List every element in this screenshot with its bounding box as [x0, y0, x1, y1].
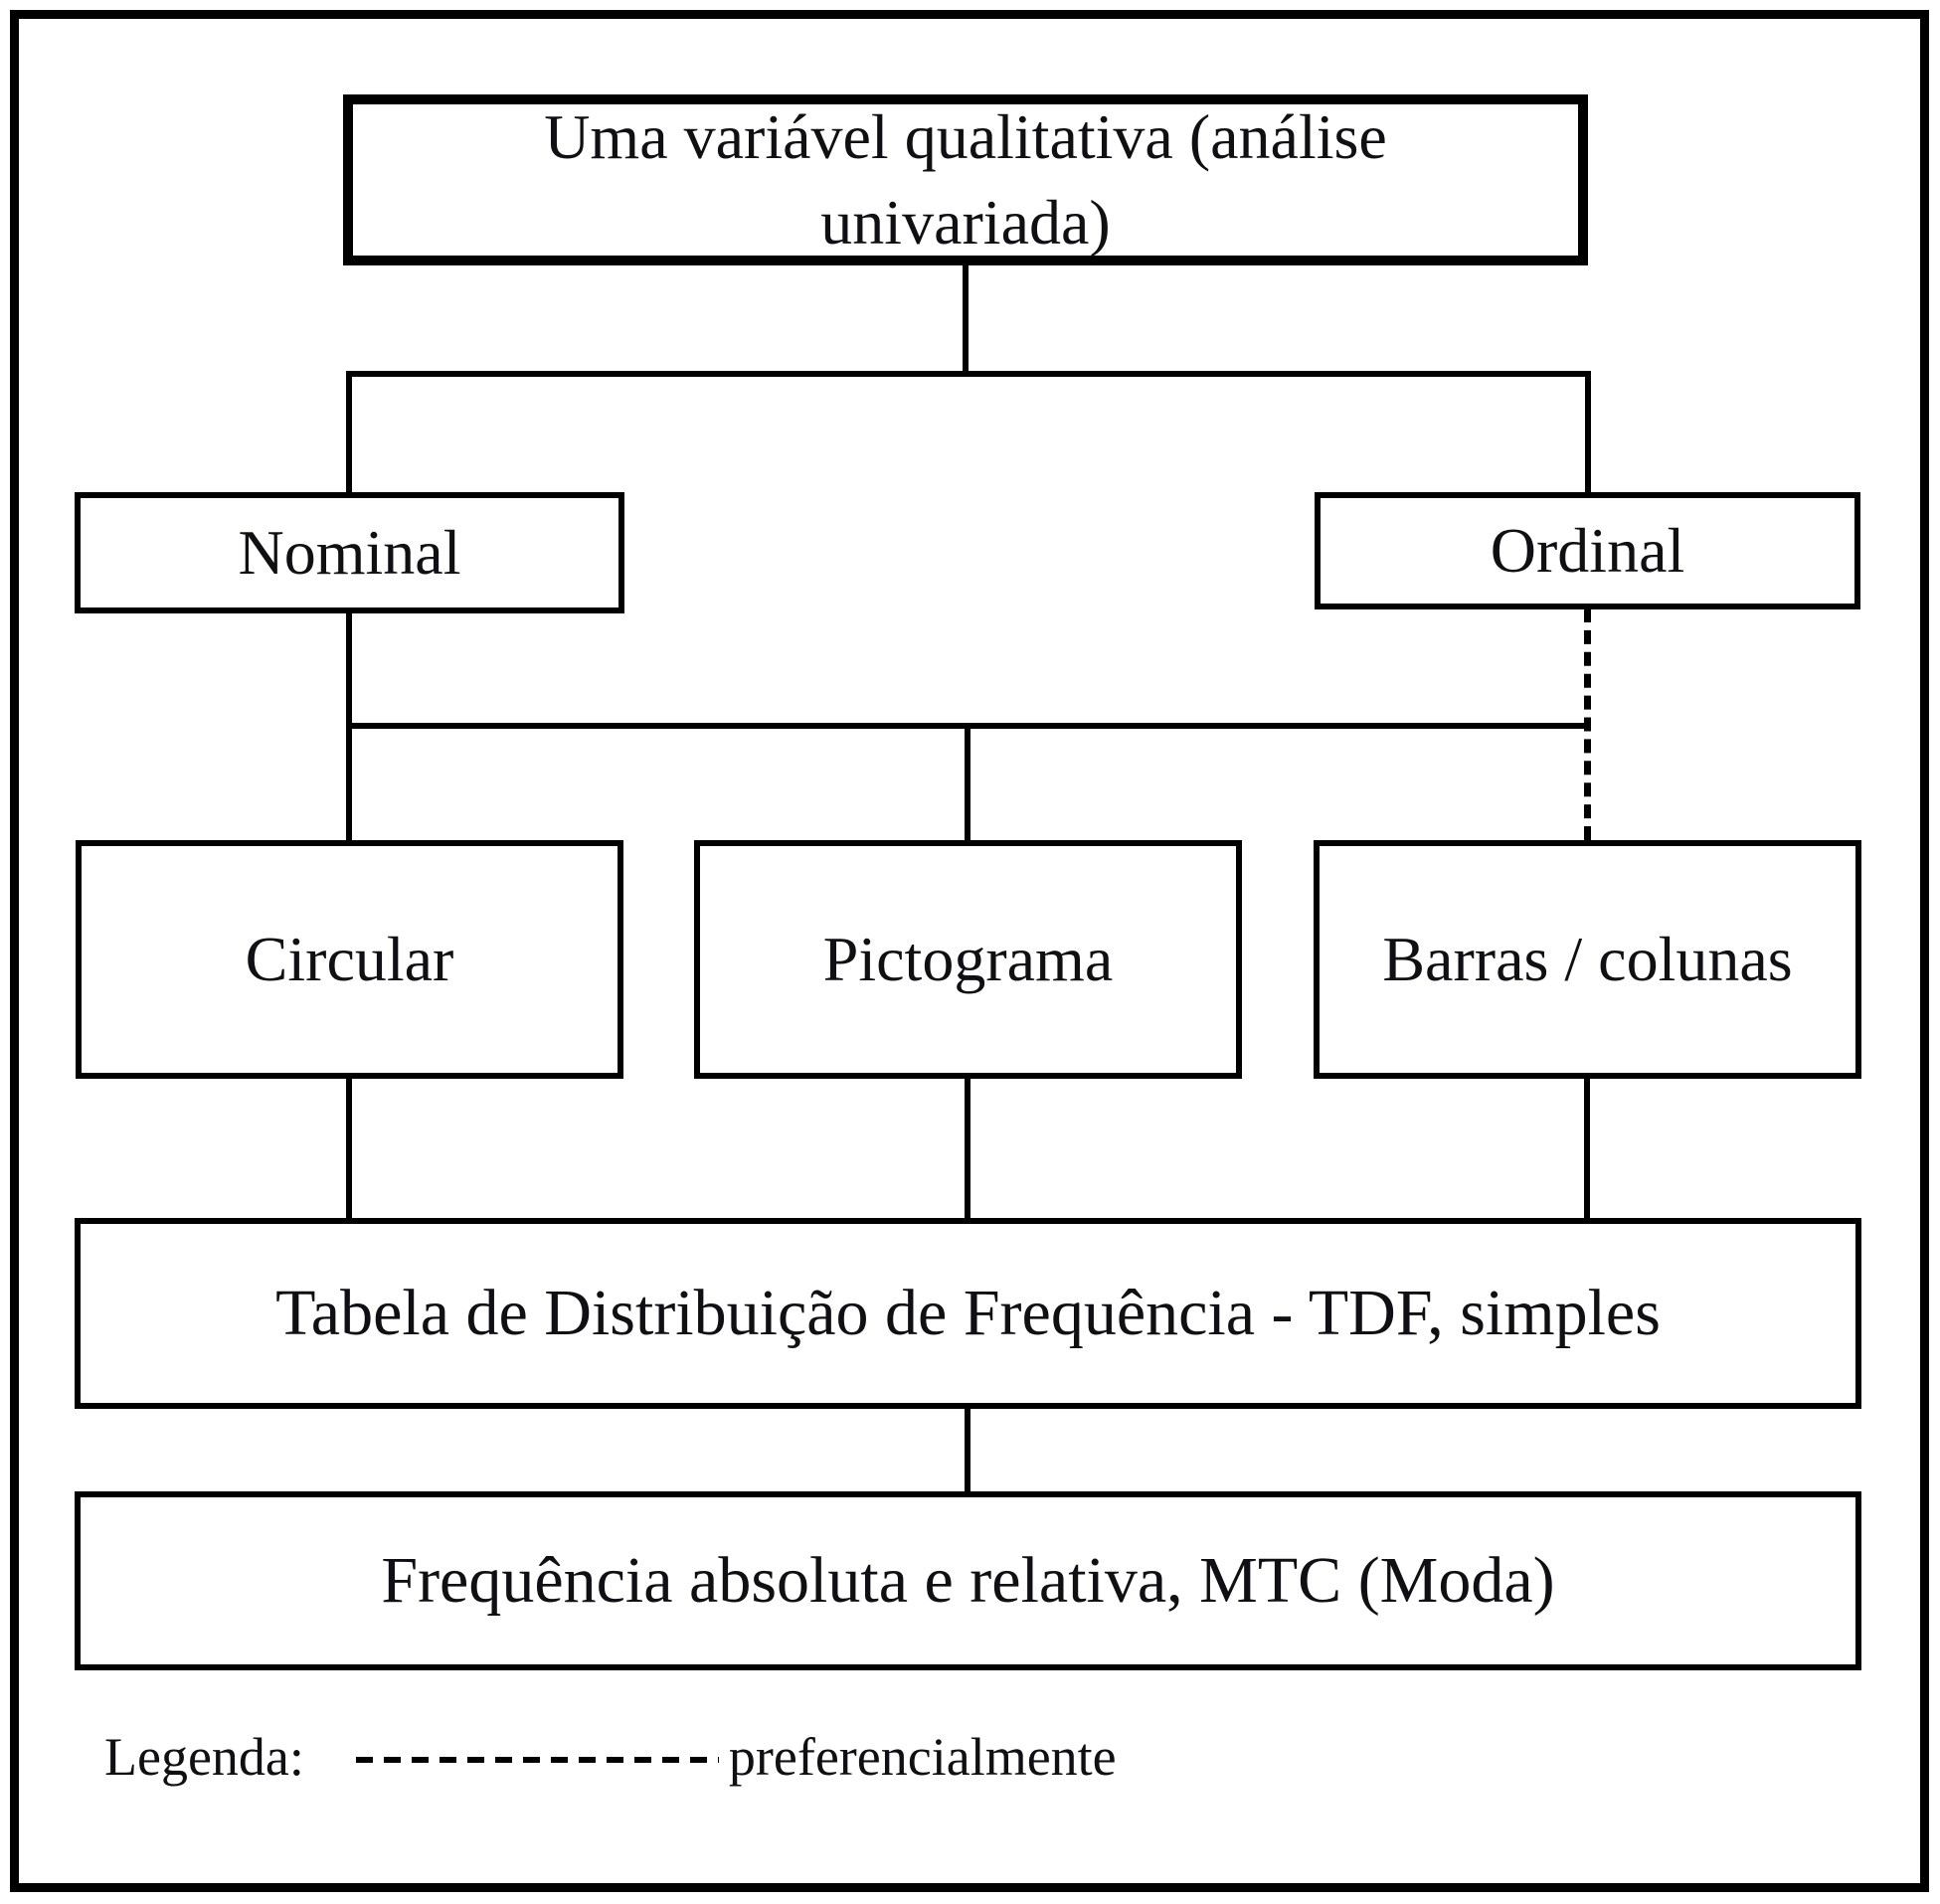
connector-rail-level2 — [349, 371, 1591, 377]
connector-drop-circular — [346, 723, 352, 842]
node-barras: Barras / colunas — [1314, 840, 1861, 1079]
connector-dashed-ordinal-barras — [1584, 608, 1591, 840]
node-pictograma-label: Pictograma — [822, 923, 1114, 994]
node-pictograma: Pictograma — [694, 840, 1242, 1079]
node-circular-label: Circular — [245, 923, 454, 994]
node-nominal: Nominal — [75, 492, 624, 613]
node-tdf-label: Tabela de Distribuição de Frequência - T… — [275, 1277, 1661, 1350]
connector-drop-ordinal — [1585, 371, 1591, 494]
connector-circular-tdf — [346, 1079, 352, 1218]
connector-barras-tdf — [1584, 1079, 1590, 1218]
node-freq-label: Frequência absoluta e relativa, MTC (Mod… — [381, 1544, 1555, 1618]
legend: Legenda: preferencialmente — [104, 1712, 1117, 1802]
connector-tdf-freq — [965, 1409, 970, 1491]
node-ordinal-label: Ordinal — [1490, 514, 1685, 586]
node-circular: Circular — [76, 840, 623, 1079]
node-tdf: Tabela de Distribuição de Frequência - T… — [75, 1218, 1861, 1409]
outer-border — [10, 10, 1929, 1892]
node-freq: Frequência absoluta e relativa, MTC (Mod… — [75, 1491, 1861, 1670]
node-nominal-label: Nominal — [238, 516, 461, 588]
node-root: Uma variável qualitativa (análise univar… — [343, 94, 1588, 265]
node-root-label: Uma variável qualitativa (análise univar… — [544, 100, 1387, 258]
connector-root-stem — [963, 265, 969, 373]
node-ordinal: Ordinal — [1315, 492, 1860, 609]
connector-drop-nominal — [346, 371, 352, 494]
legend-dashed-line-sample — [355, 1757, 719, 1763]
legend-title: Legenda: — [104, 1727, 304, 1787]
connector-nominal-stem — [346, 613, 352, 726]
node-barras-label: Barras / colunas — [1382, 923, 1793, 994]
connector-drop-pictograma — [965, 723, 970, 842]
connector-pictograma-tdf — [965, 1079, 970, 1218]
legend-dash-meaning: preferencialmente — [728, 1727, 1117, 1787]
